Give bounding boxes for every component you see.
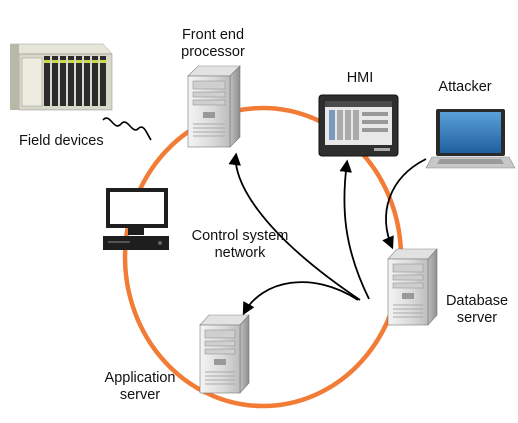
plc-rack-icon xyxy=(9,43,113,111)
server-tower-icon xyxy=(199,314,250,394)
front-end-processor-label: Front end processor xyxy=(181,27,245,60)
application-server-label: Application server xyxy=(104,370,176,403)
laptop-icon xyxy=(425,109,516,169)
database-to-hmi-arrow xyxy=(339,159,370,300)
server-tower-icon xyxy=(387,248,438,326)
field-devices-label: Field devices xyxy=(19,133,104,149)
attacker-label: Attacker xyxy=(438,79,492,95)
database-server-label: Database server xyxy=(445,293,509,326)
field-link-squiggle xyxy=(102,117,152,141)
desktop-workstation-icon xyxy=(103,188,169,250)
hmi-label: HMI xyxy=(346,70,374,86)
database-to-application-arrow xyxy=(242,281,359,316)
server-tower-icon xyxy=(187,65,241,148)
touch-panel-icon xyxy=(318,94,399,157)
attacker-to-database-arrow xyxy=(382,158,427,250)
database-to-frontend-arrow xyxy=(228,152,361,301)
control-system-network-label: Control system network xyxy=(191,228,289,261)
